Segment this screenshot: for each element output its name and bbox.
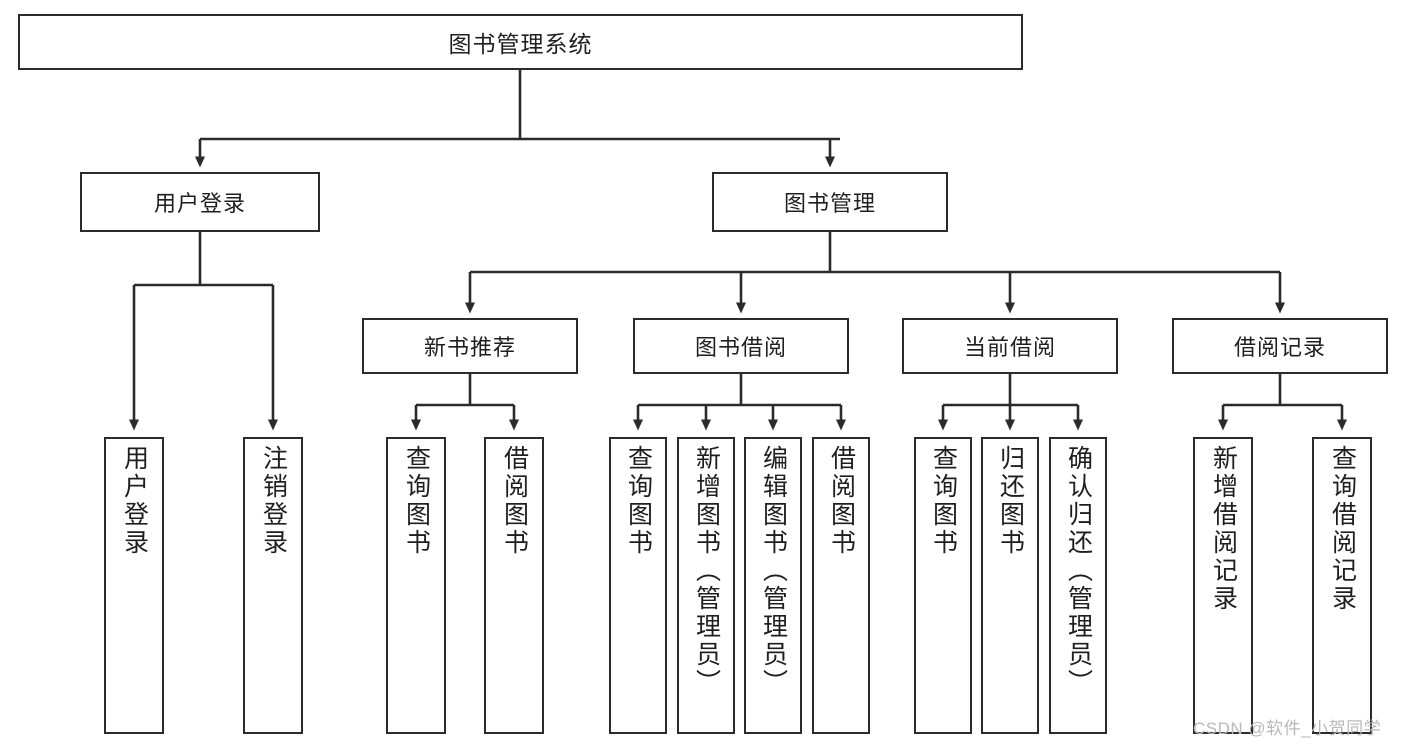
node-book-borrow-label: 图书借阅 (694, 335, 787, 360)
leaf-add-borrow-record-label: 新增借阅记录 (1209, 445, 1238, 613)
node-new-book-recommend-label: 新书推荐 (423, 335, 516, 360)
leaf-user-logout[interactable]: 注销登录 (243, 437, 303, 734)
leaf-query-book-3[interactable]: 查询图书 (914, 437, 972, 734)
node-borrow-record-label: 借阅记录 (1233, 335, 1326, 360)
leaf-query-book-3-label: 查询图书 (929, 445, 958, 557)
leaf-confirm-return-admin-label: 确认归还（管理员） (1064, 445, 1093, 697)
leaf-user-login-do-label: 用户登录 (120, 445, 149, 557)
leaf-edit-book-admin[interactable]: 编辑图书（管理员） (744, 437, 802, 734)
node-current-borrow-label: 当前借阅 (963, 335, 1056, 360)
leaf-borrow-book-1-label: 借阅图书 (500, 445, 529, 557)
node-user-login-label: 用户登录 (153, 191, 246, 216)
node-user-login[interactable]: 用户登录 (80, 172, 320, 232)
leaf-query-book-1-label: 查询图书 (402, 445, 431, 557)
node-book-borrow[interactable]: 图书借阅 (633, 318, 849, 374)
leaf-add-borrow-record[interactable]: 新增借阅记录 (1193, 437, 1253, 734)
node-new-book-recommend[interactable]: 新书推荐 (362, 318, 578, 374)
leaf-add-book-admin[interactable]: 新增图书（管理员） (677, 437, 735, 734)
node-root-system-label: 图书管理系统 (448, 31, 593, 57)
leaf-return-book-label: 归还图书 (996, 445, 1025, 557)
leaf-return-book[interactable]: 归还图书 (981, 437, 1039, 734)
leaf-borrow-book-1[interactable]: 借阅图书 (484, 437, 544, 734)
leaf-add-book-admin-label: 新增图书（管理员） (692, 445, 721, 697)
leaf-borrow-book-2-label: 借阅图书 (827, 445, 856, 557)
leaf-query-borrow-record-label: 查询借阅记录 (1328, 445, 1357, 613)
leaf-user-login-do[interactable]: 用户登录 (104, 437, 164, 734)
node-book-manage[interactable]: 图书管理 (712, 172, 948, 232)
leaf-query-borrow-record[interactable]: 查询借阅记录 (1312, 437, 1372, 734)
node-root-system[interactable]: 图书管理系统 (18, 14, 1023, 70)
node-borrow-record[interactable]: 借阅记录 (1172, 318, 1388, 374)
leaf-query-book-1[interactable]: 查询图书 (386, 437, 446, 734)
leaf-query-book-2-label: 查询图书 (624, 445, 653, 557)
leaf-user-logout-label: 注销登录 (259, 445, 288, 557)
leaf-query-book-2[interactable]: 查询图书 (609, 437, 667, 734)
node-book-manage-label: 图书管理 (783, 191, 876, 216)
leaf-borrow-book-2[interactable]: 借阅图书 (812, 437, 870, 734)
node-current-borrow[interactable]: 当前借阅 (902, 318, 1118, 374)
leaf-edit-book-admin-label: 编辑图书（管理员） (759, 445, 788, 697)
leaf-confirm-return-admin[interactable]: 确认归还（管理员） (1049, 437, 1107, 734)
csdn-watermark: CSDN @软件_小贺同学 (1193, 719, 1382, 738)
